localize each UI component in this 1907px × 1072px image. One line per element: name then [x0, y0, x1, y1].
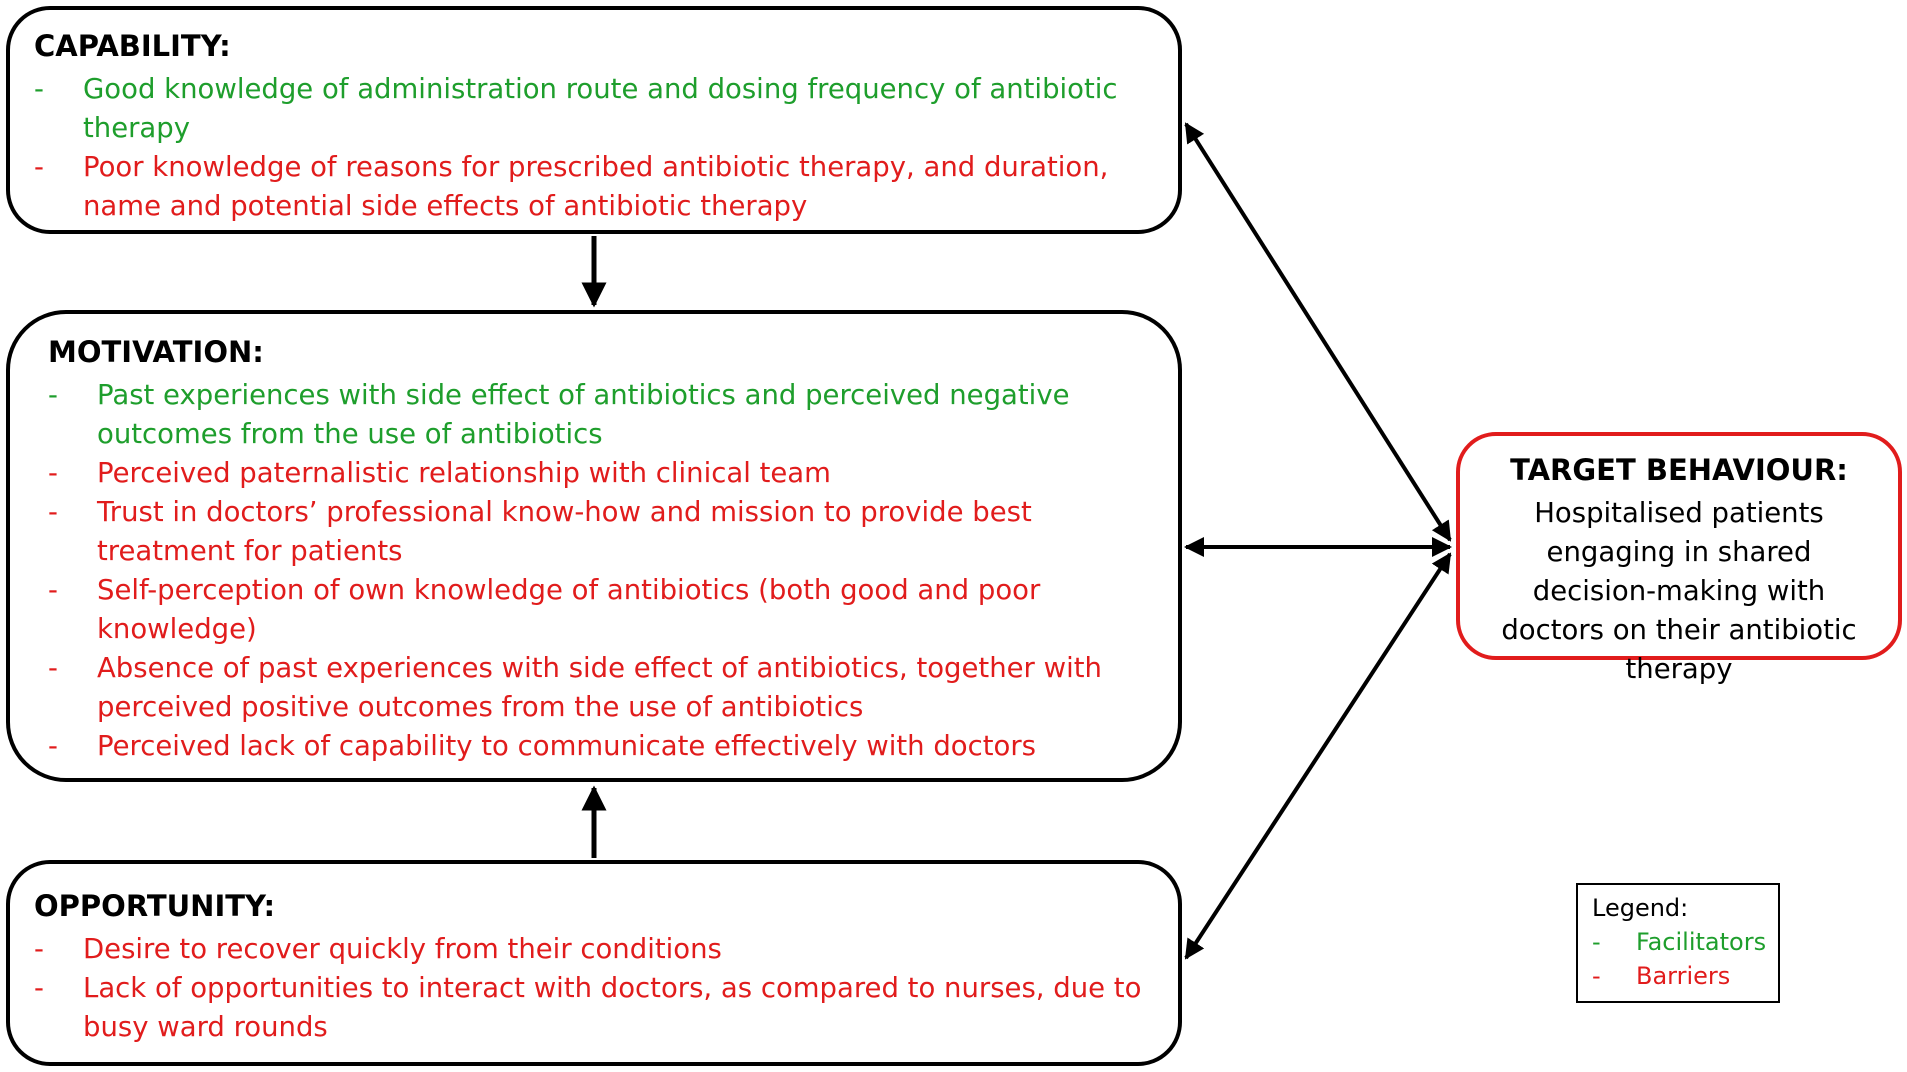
- target-behaviour-text: Hospitalised patients engaging in shared…: [1501, 497, 1857, 685]
- barrier-item: - Lack of opportunities to interact with …: [34, 969, 1164, 1047]
- capability-list: - Good knowledge of administration route …: [34, 70, 1164, 226]
- barrier-item: - Self-perception of own knowledge of ant…: [48, 571, 1166, 649]
- facilitator-item: - Good knowledge of administration route …: [34, 70, 1164, 148]
- legend-list: - Facilitators - Barriers: [1592, 925, 1778, 993]
- bullet-dash: -: [34, 972, 44, 1004]
- facilitator-item: - Past experiences with side effect of an…: [48, 376, 1166, 454]
- bullet-dash: -: [34, 73, 44, 105]
- barrier-item: - Barriers: [1592, 959, 1778, 993]
- arrow-target-opportunity: [1184, 552, 1452, 960]
- motivation-list: - Past experiences with side effect of an…: [48, 376, 1166, 766]
- target-behaviour-box: TARGET BEHAVIOUR: Hospitalised patients …: [1456, 432, 1902, 685]
- item-text: Absence of past experiences with side ef…: [97, 652, 1102, 723]
- barrier-item: - Perceived paternalistic relationship wi…: [48, 454, 1166, 493]
- bullet-dash: -: [48, 652, 58, 684]
- item-text: Facilitators: [1636, 928, 1767, 956]
- arrow-target-capability: [1184, 122, 1452, 542]
- barrier-item: - Poor knowledge of reasons for prescribe…: [34, 148, 1164, 226]
- legend: Legend: - Facilitators - Barriers: [1576, 883, 1780, 1003]
- capability-box: CAPABILITY: - Good knowledge of administr…: [6, 6, 1182, 234]
- barrier-item: - Trust in doctors’ professional know-how…: [48, 493, 1166, 571]
- item-text: Perceived paternalistic relationship wit…: [97, 457, 831, 489]
- item-text: Past experiences with side effect of ant…: [97, 379, 1070, 450]
- item-text: Lack of opportunities to interact with d…: [83, 972, 1142, 1043]
- item-text: Good knowledge of administration route a…: [83, 73, 1118, 144]
- barrier-item: - Perceived lack of capability to communi…: [48, 727, 1166, 766]
- item-text: Barriers: [1636, 962, 1731, 990]
- bullet-dash: -: [48, 574, 58, 606]
- bullet-dash: -: [48, 379, 58, 411]
- bullet-dash: -: [48, 496, 58, 528]
- item-text: Perceived lack of capability to communic…: [97, 730, 1036, 762]
- bullet-dash: -: [1592, 962, 1601, 990]
- item-text: Self-perception of own knowledge of anti…: [97, 574, 1041, 645]
- target-behaviour-title: TARGET BEHAVIOUR:: [1510, 453, 1848, 487]
- facilitator-item: - Facilitators: [1592, 925, 1778, 959]
- legend-title: Legend:: [1592, 894, 1689, 922]
- opportunity-list: - Desire to recover quickly from their co…: [34, 930, 1164, 1047]
- bullet-dash: -: [48, 457, 58, 489]
- item-text: Poor knowledge of reasons for prescribed…: [83, 151, 1109, 222]
- bullet-dash: -: [34, 151, 44, 183]
- opportunity-box: OPPORTUNITY: - Desire to recover quickly …: [6, 860, 1182, 1066]
- motivation-box: MOTIVATION: - Past experiences with side …: [6, 310, 1182, 782]
- bullet-dash: -: [48, 730, 58, 762]
- capability-title: CAPABILITY:: [34, 29, 231, 63]
- barrier-item: - Absence of past experiences with side e…: [48, 649, 1166, 727]
- motivation-title: MOTIVATION:: [48, 335, 264, 369]
- bullet-dash: -: [34, 933, 44, 965]
- item-text: Trust in doctors’ professional know-how …: [97, 496, 1032, 567]
- barrier-item: - Desire to recover quickly from their co…: [34, 930, 1164, 969]
- opportunity-title: OPPORTUNITY:: [34, 889, 276, 923]
- bullet-dash: -: [1592, 928, 1601, 956]
- item-text: Desire to recover quickly from their con…: [83, 933, 722, 965]
